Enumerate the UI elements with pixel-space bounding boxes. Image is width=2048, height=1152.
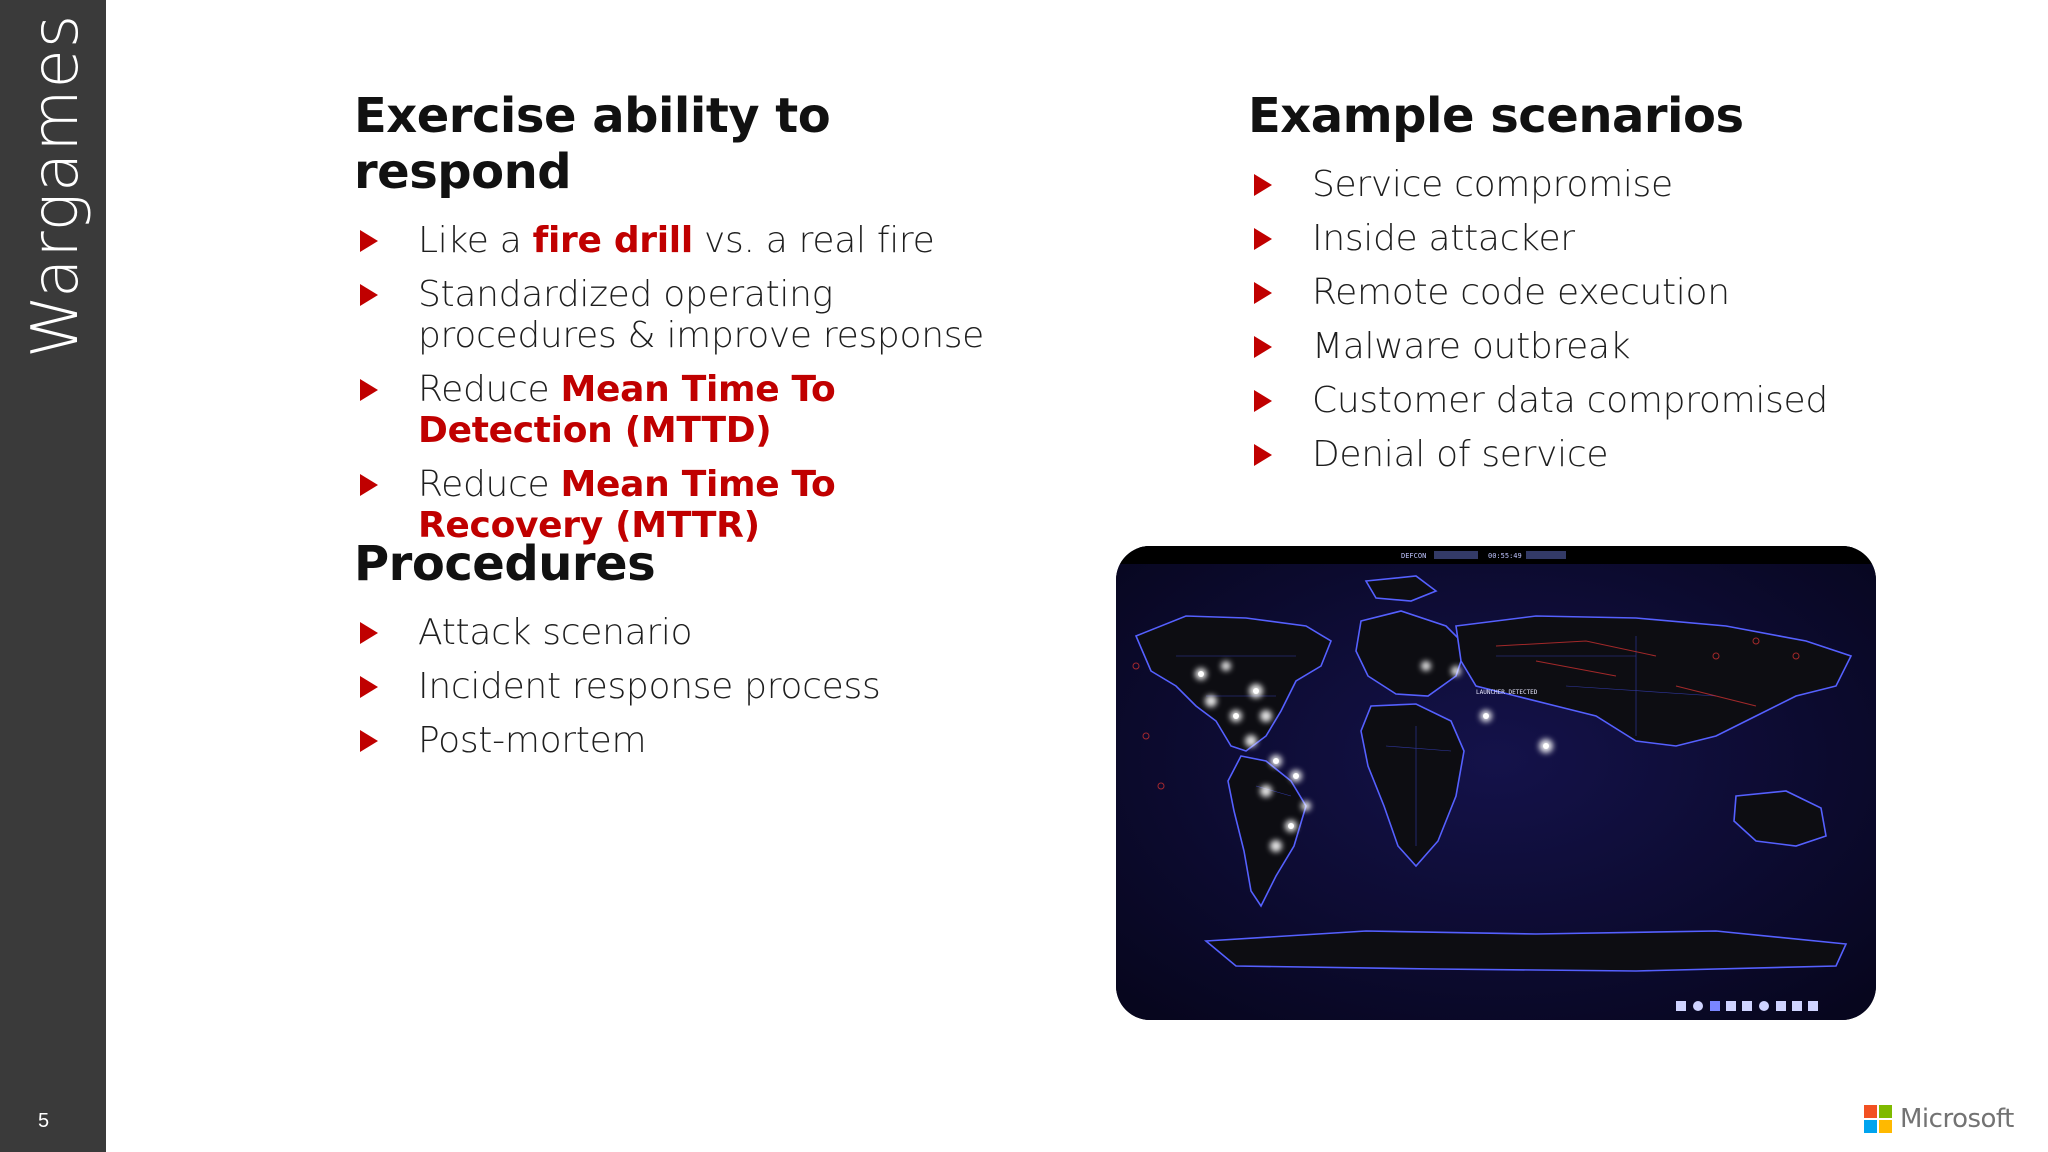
- list-item: Like a fire drill vs. a real fire: [354, 220, 1054, 261]
- defcon-label: DEFCON: [1401, 552, 1426, 560]
- bullet-icon: [360, 474, 378, 496]
- timer-readout: 00:55:49: [1488, 552, 1522, 560]
- red-markers: [1132, 637, 1800, 790]
- microsoft-logo: Microsoft: [1864, 1104, 2014, 1134]
- toolbar-icon: [1726, 1001, 1736, 1011]
- list-item: Denial of service: [1248, 434, 1968, 475]
- list-item: Malware outbreak: [1248, 326, 1968, 367]
- scenarios-heading: Example scenarios: [1248, 88, 1744, 144]
- map-top-bar: [1116, 546, 1876, 564]
- bullet-icon: [360, 230, 378, 252]
- list-item: Post-mortem: [354, 720, 1054, 761]
- continents: [1134, 575, 1853, 972]
- bullet-icon: [1254, 282, 1272, 304]
- logo-square-blue: [1864, 1120, 1877, 1133]
- logo-square-red: [1864, 1105, 1877, 1118]
- speed-controls: [1526, 551, 1566, 559]
- bullet-icon: [360, 284, 378, 306]
- bullet-icon: [1254, 444, 1272, 466]
- exercise-heading: Exercise ability to respond: [354, 88, 831, 200]
- toolbar-icon: [1676, 1001, 1686, 1011]
- toolbar-icon: [1710, 1001, 1720, 1011]
- bullet-icon: [1254, 228, 1272, 250]
- list-item: Inside attacker: [1248, 218, 1968, 259]
- bullet-icon: [360, 379, 378, 401]
- sidebar: Wargames 5: [0, 0, 106, 1152]
- toolbar-icon: [1776, 1001, 1786, 1011]
- bullet-icon: [1254, 336, 1272, 358]
- bullet-icon: [360, 730, 378, 752]
- list-item: Incident response process: [354, 666, 1054, 707]
- bullet-icon: [360, 622, 378, 644]
- defcon-level-bar: [1434, 551, 1478, 559]
- bullet-icon: [1254, 174, 1272, 196]
- list-item: Attack scenario: [354, 612, 1054, 653]
- toolbar-icon: [1742, 1001, 1752, 1011]
- world-map-image: DEFCON 00:55:49: [1116, 546, 1876, 1020]
- map-launch-label: LAUNCHER DETECTED: [1476, 689, 1538, 696]
- toolbar-icon: [1792, 1001, 1802, 1011]
- map-toolbar: [1676, 1001, 1818, 1011]
- toolbar-icon: [1808, 1001, 1818, 1011]
- borders: [1176, 636, 1717, 846]
- toolbar-icon: [1759, 1001, 1769, 1011]
- bullet-icon: [360, 676, 378, 698]
- bullet-icon: [1254, 390, 1272, 412]
- procedures-heading: Procedures: [354, 536, 656, 592]
- logo-square-yellow: [1879, 1120, 1892, 1133]
- exercise-list: Like a fire drill vs. a real fire Standa…: [354, 220, 1054, 546]
- list-item: Customer data compromised: [1248, 380, 1968, 421]
- world-map-svg: DEFCON 00:55:49: [1116, 546, 1876, 1020]
- exercise-section: Exercise ability to respond Like a fire …: [354, 88, 1054, 559]
- list-item: Service compromise: [1248, 164, 1968, 205]
- microsoft-wordmark: Microsoft: [1900, 1104, 2014, 1134]
- microsoft-logo-icon: [1864, 1105, 1892, 1133]
- launch-blips: [1195, 661, 1553, 852]
- toolbar-icon: [1693, 1001, 1703, 1011]
- sidebar-title: Wargames: [19, 13, 93, 358]
- list-item: Remote code execution: [1248, 272, 1968, 313]
- slide-number: 5: [38, 1110, 50, 1132]
- logo-square-green: [1879, 1105, 1892, 1118]
